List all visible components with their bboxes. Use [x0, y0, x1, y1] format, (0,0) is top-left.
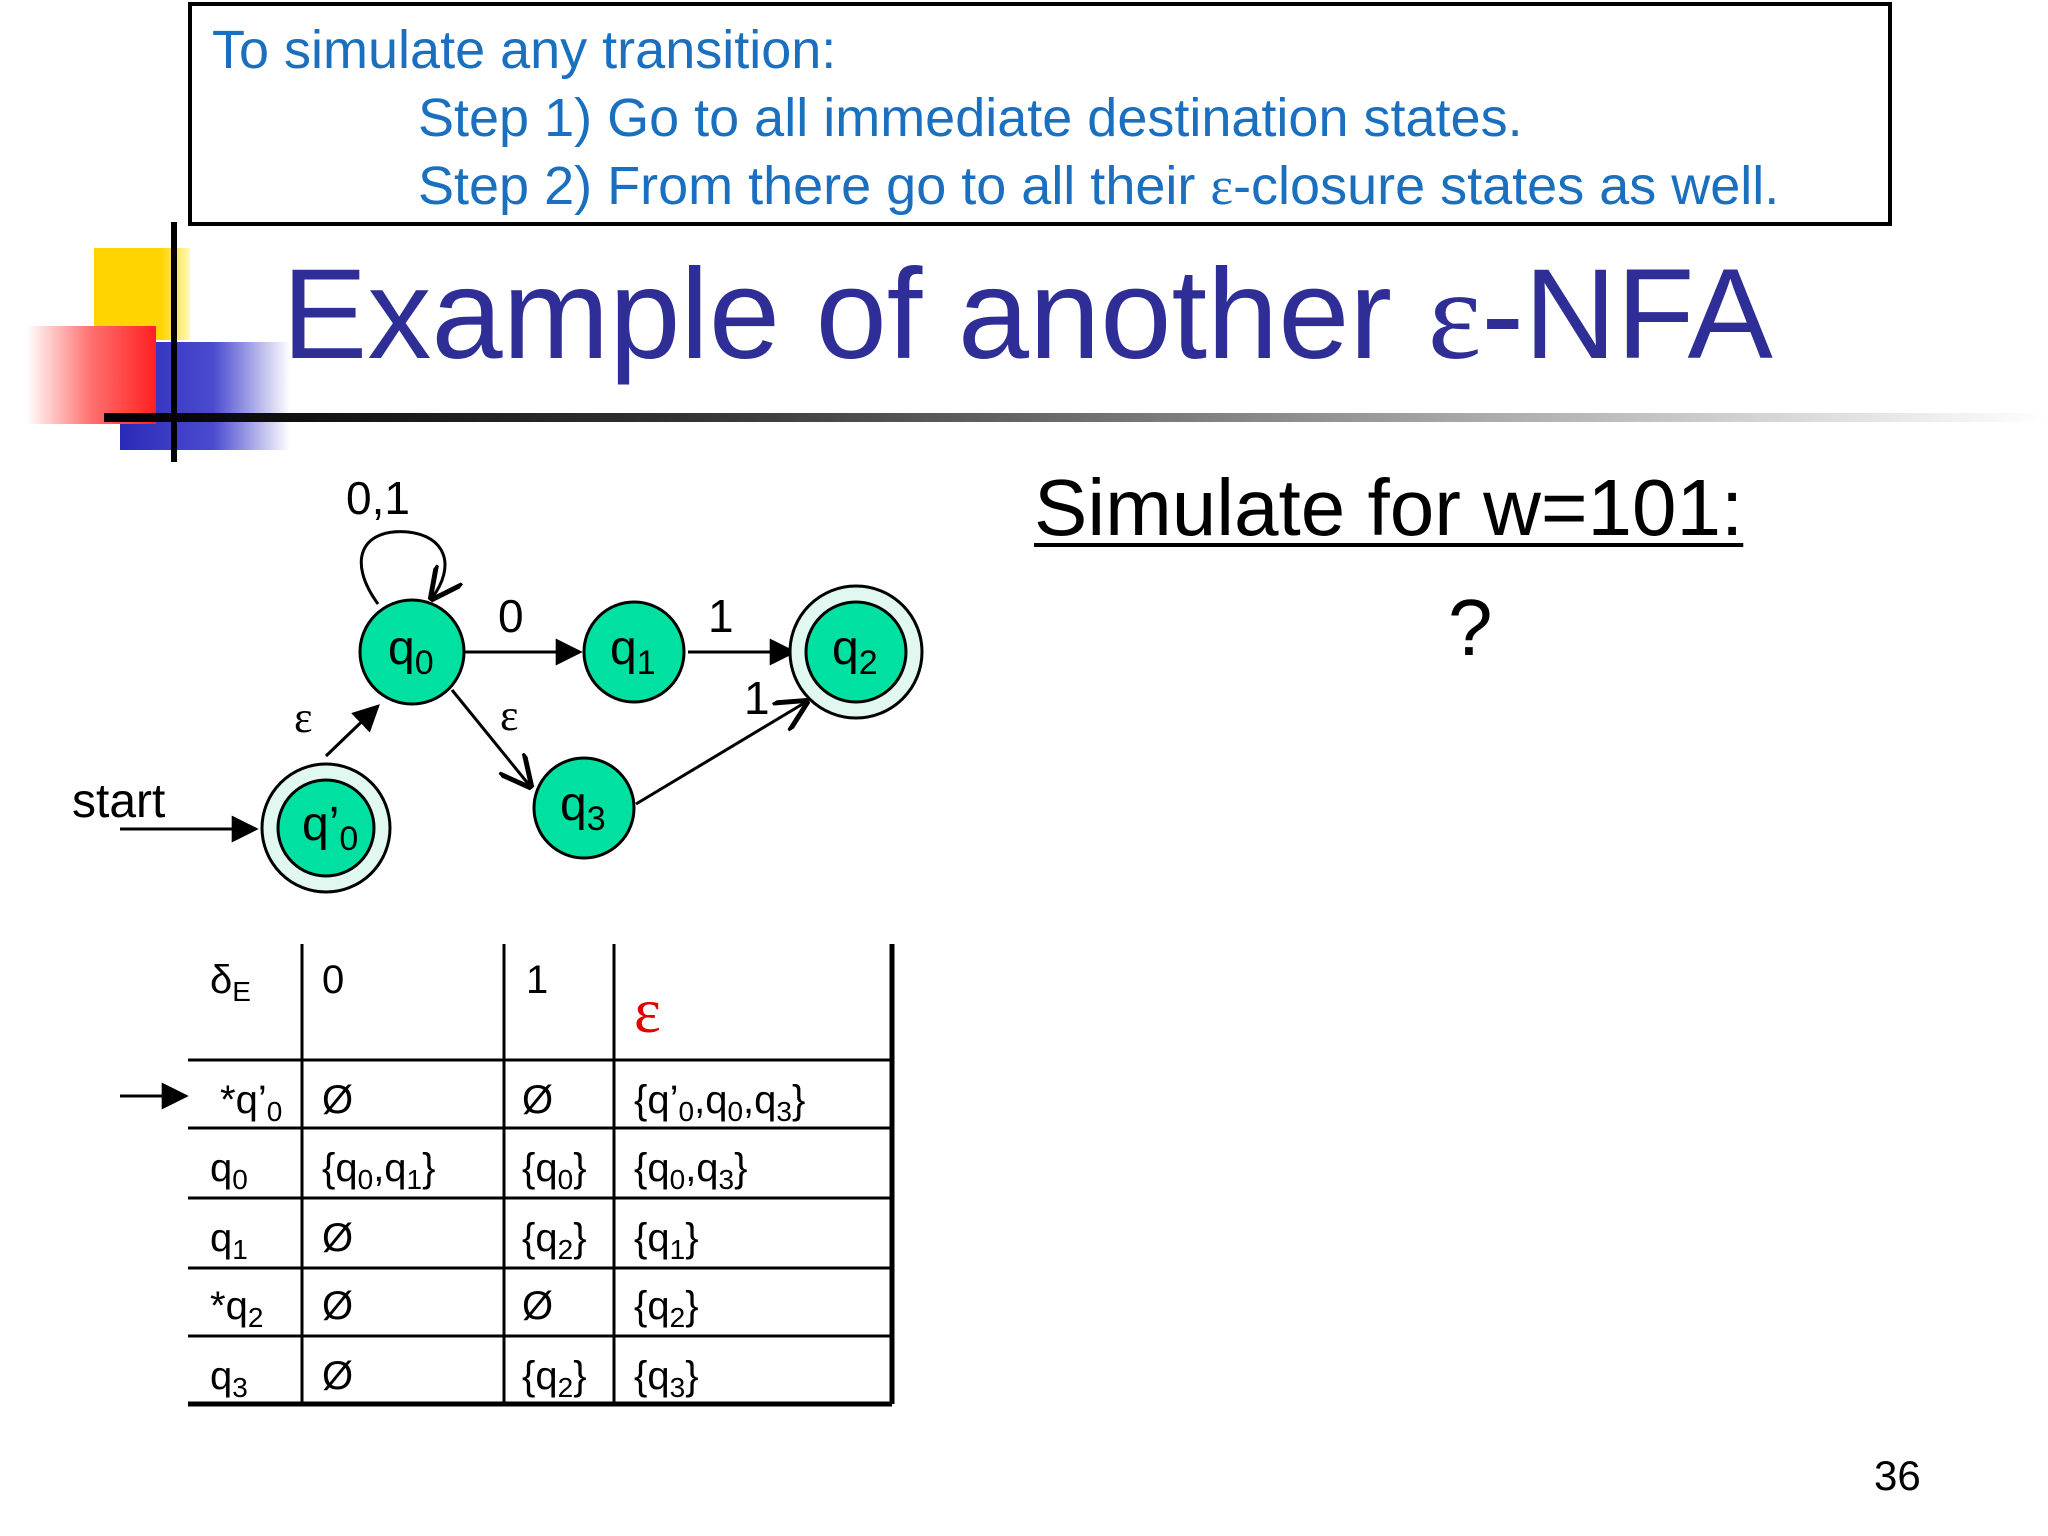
edge-q3-q2	[635, 702, 806, 806]
table-cell-ceps: {q2}	[634, 1284, 699, 1333]
edge-self-loop-q0	[359, 530, 445, 604]
table-cell-ceps: {q3}	[634, 1354, 699, 1403]
state-qp0	[276, 778, 376, 878]
state-q3	[532, 756, 636, 860]
edge-label-q1-q2: 1	[708, 590, 734, 642]
state-label-q0: q0	[388, 622, 434, 682]
table-row-state: q0	[210, 1146, 248, 1195]
table-cell-c0: Ø	[322, 1078, 354, 1122]
start-label: start	[72, 775, 165, 828]
table-cell-c1: {q2}	[522, 1216, 587, 1265]
table-cell-c1: {q2}	[522, 1354, 587, 1403]
table-row-state: *q2	[210, 1284, 264, 1333]
callout-step-1: Step 1) Go to all immediate destination …	[418, 88, 1523, 148]
table-cell-c1: Ø	[522, 1078, 554, 1122]
table-header-1: 1	[526, 958, 549, 1002]
table-cell-c0: Ø	[322, 1216, 354, 1260]
table-row-state: q1	[210, 1216, 248, 1265]
table-cell-c1: Ø	[522, 1284, 554, 1328]
state-label-qp0: q’0	[302, 798, 358, 858]
state-q0	[358, 598, 466, 706]
state-label-q2: q2	[832, 622, 878, 682]
table-row-state: q3	[210, 1354, 248, 1403]
edge-qp0-q0	[324, 704, 380, 758]
table-cell-ceps: {q1}	[634, 1216, 699, 1265]
edge-label-q0-q3: ε	[500, 691, 518, 740]
edge-q0-q3	[450, 689, 530, 786]
state-q2	[804, 600, 908, 704]
table-header-0: 0	[322, 958, 345, 1002]
table-cell-c0: Ø	[322, 1284, 354, 1328]
callout-step-2: Step 2) From there go to all their ε-clo…	[418, 156, 1780, 216]
edge-label-qp0-q0: ε	[294, 693, 312, 742]
state-label-q3: q3	[560, 778, 606, 838]
table-header-epsilon: ε	[634, 975, 661, 1046]
deco-red-block	[26, 326, 156, 424]
slide-title: Example of another ε-NFA	[282, 243, 1773, 386]
table-cell-c1: {q0}	[522, 1146, 587, 1195]
state-q1	[582, 600, 686, 704]
state-label-q1: q1	[610, 622, 656, 682]
callout-box: To simulate any transition: Step 1) Go t…	[188, 2, 1892, 226]
table-header-delta: δE	[210, 958, 251, 1007]
table-cell-c0: {q0,q1}	[322, 1146, 436, 1195]
edge-label-q0-q1: 0	[498, 590, 524, 642]
table-row-state: *q’0	[220, 1078, 283, 1127]
edge-label-self-loop: 0,1	[346, 472, 410, 524]
simulate-heading: Simulate for w=101:	[1034, 463, 1744, 552]
callout-line-1: To simulate any transition:	[212, 20, 837, 80]
simulate-answer: ?	[1448, 583, 1493, 672]
page-number: 36	[1874, 1452, 1921, 1499]
table-cell-c0: Ø	[322, 1354, 354, 1398]
edge-label-q3-q2: 1	[744, 672, 770, 724]
table-cell-ceps: {q’0,q0,q3}	[634, 1078, 806, 1127]
title-underline-rule	[104, 413, 2048, 422]
table-cell-ceps: {q0,q3}	[634, 1146, 748, 1195]
deco-vertical-bar	[171, 222, 177, 462]
